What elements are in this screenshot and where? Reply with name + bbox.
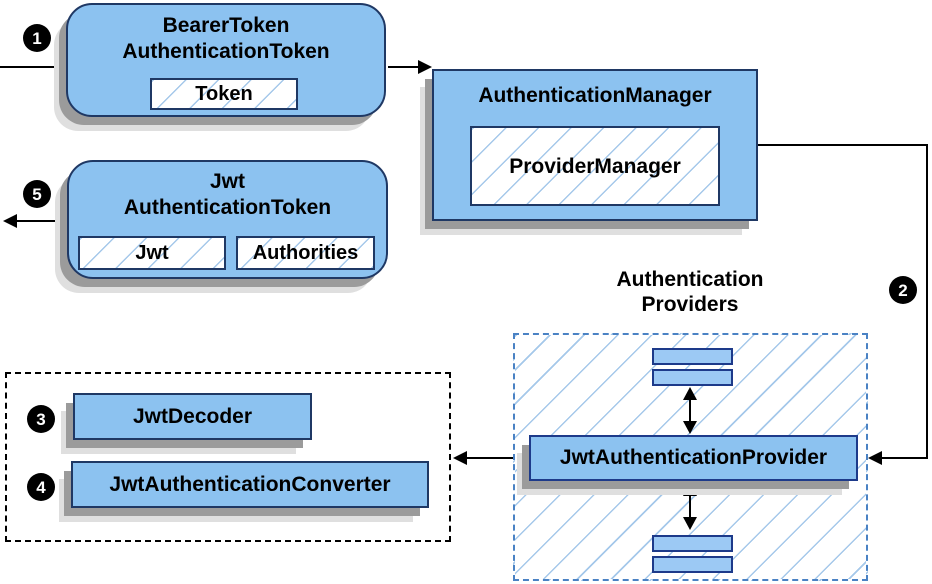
arrow-token-to-manager-line	[388, 66, 420, 68]
step-badge-3: 3	[27, 405, 55, 433]
jwt-token-title-line2: AuthenticationToken	[123, 196, 332, 219]
provider-placeholder-bar	[652, 348, 733, 365]
provider-placeholder-bar	[652, 535, 733, 552]
jwt-token-title: Jwt AuthenticationToken	[69, 162, 386, 221]
authentication-manager-title: AuthenticationManager	[478, 84, 712, 107]
arrow-step2-vertical-line	[926, 144, 928, 458]
jwt-authentication-converter-label: JwtAuthenticationConverter	[109, 473, 391, 496]
arrow-step2-top-line	[758, 144, 928, 146]
authorities-chip: Authorities	[236, 236, 375, 270]
arrowhead-up-icon	[683, 483, 697, 496]
jwt-authentication-provider-label: JwtAuthenticationProvider	[559, 446, 828, 469]
token-chip: Token	[150, 78, 298, 110]
arrowhead-right-icon	[418, 60, 432, 74]
double-arrow-bottom-line	[689, 492, 691, 524]
arrow-outgoing-result-line	[15, 220, 67, 222]
arrowhead-left-icon	[3, 214, 17, 228]
provider-manager-chip: ProviderManager	[470, 126, 720, 206]
step-badge-4: 4	[27, 473, 55, 501]
provider-placeholder-bar	[652, 369, 733, 386]
bearer-token-title: BearerToken AuthenticationToken	[68, 5, 384, 65]
authentication-providers-label-line1: Authentication	[616, 268, 764, 291]
jwt-authentication-provider-node: JwtAuthenticationProvider	[529, 435, 858, 481]
arrowhead-down-icon	[683, 421, 697, 434]
arrowhead-left-icon	[868, 451, 882, 465]
bearer-token-title-line2: AuthenticationToken	[122, 40, 330, 63]
double-arrow-top-line	[689, 396, 691, 428]
jwt-decoder-node: JwtDecoder	[73, 393, 312, 440]
arrowhead-left-icon	[453, 451, 467, 465]
arrowhead-down-icon	[683, 517, 697, 530]
step-badge-1: 1	[23, 24, 51, 52]
jwt-chip: Jwt	[78, 236, 226, 270]
decoder-converter-group-box	[5, 372, 451, 542]
step-badge-5: 5	[23, 180, 51, 208]
jwt-authentication-converter-node: JwtAuthenticationConverter	[71, 461, 429, 508]
arrowhead-up-icon	[683, 387, 697, 400]
provider-placeholder-bar	[652, 556, 733, 573]
authentication-providers-label: Authentication Providers	[560, 267, 820, 317]
jwt-decoder-label: JwtDecoder	[132, 405, 253, 428]
step-badge-2: 2	[889, 276, 917, 304]
arrow-provider-to-decoder-line	[465, 457, 529, 459]
bearer-token-title-line1: BearerToken	[162, 14, 290, 37]
authentication-providers-label-line2: Providers	[641, 293, 739, 316]
arrow-incoming-request-line	[0, 66, 66, 68]
arrow-step2-bottom-line	[880, 457, 928, 459]
jwt-token-title-line1: Jwt	[209, 170, 245, 193]
